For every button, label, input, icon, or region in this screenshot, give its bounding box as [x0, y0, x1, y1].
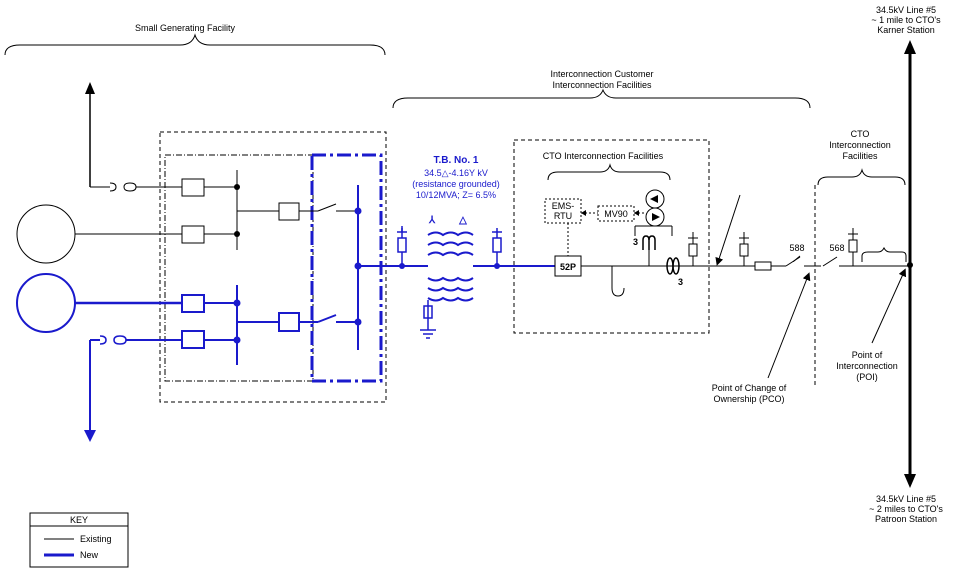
label-poi-3: (POI): [856, 372, 878, 382]
label-ic-1: Interconnection Customer: [550, 69, 653, 79]
arrester-2: [739, 232, 749, 266]
key-box: [29, 512, 129, 568]
label-line-bottom-3: Patroon Station: [875, 514, 937, 524]
label-cto-right-2: Interconnection: [829, 140, 891, 150]
ems-rtu-box: [544, 198, 582, 224]
label-ems-1: EMS-: [552, 201, 575, 211]
arrow-new-down: [84, 430, 96, 442]
arrester-1: [688, 232, 698, 266]
label-line-bottom-1: 34.5kV Line #5: [876, 494, 936, 504]
existing-breaker-1: [181, 178, 205, 197]
ground-hook: [611, 266, 625, 297]
new-generator: [16, 273, 76, 333]
label-small-generating: Small Generating Facility: [135, 23, 236, 33]
label-ic-2: Interconnection Facilities: [552, 80, 652, 90]
surge-arrester-right: [492, 228, 502, 266]
mv90-box: [597, 205, 635, 222]
existing-aux-transformer: [109, 182, 137, 192]
wye-symbol: ⅄: [428, 215, 436, 226]
arrow-up: [904, 40, 916, 54]
new-aux-transformer: [99, 335, 127, 345]
delta-symbol: △: [458, 215, 467, 226]
tb-transformer-coils: [427, 231, 474, 302]
switch-568: [822, 256, 838, 267]
brace-poi: [861, 246, 907, 262]
new-main-breaker: [278, 312, 300, 332]
label-52p: 52P: [560, 262, 576, 272]
label-line-top-2: ~ 1 mile to CTO's: [871, 15, 941, 25]
sgf-new-box: [310, 153, 383, 383]
neutral-ground-resistor: [420, 300, 436, 339]
arrester-3: [848, 228, 858, 266]
label-cto-right-3: Facilities: [842, 151, 878, 161]
label-line-top-3: Karner Station: [877, 25, 935, 35]
existing-main-breaker: [278, 202, 300, 221]
potential-transformer: [642, 235, 656, 250]
label-568: 568: [829, 243, 844, 253]
current-transformer: [666, 257, 680, 275]
cto-facilities-box: [513, 139, 710, 334]
label-pco-1: Point of Change of: [712, 383, 787, 393]
new-breaker-2: [181, 330, 205, 349]
tb-line3: 10/12MVA; Z= 6.5%: [416, 190, 496, 200]
label-cto-facilities: CTO Interconnection Facilities: [543, 151, 664, 161]
existing-breaker-2: [181, 225, 205, 244]
ct-count-bottom: 3: [678, 277, 683, 287]
tb-line1: 34.5△-4.16Y kV: [424, 168, 488, 178]
label-ems-2: RTU: [554, 211, 572, 221]
label-pco-2: Ownership (PCO): [713, 394, 784, 404]
brace-interconnection-customer: [392, 88, 811, 109]
label-588: 588: [789, 243, 804, 253]
tb-title: T.B. No. 1: [433, 155, 478, 166]
sgf-outer-box: [159, 131, 387, 403]
poi-node: [907, 262, 913, 268]
ct-count-top: 3: [633, 237, 638, 247]
arrow-existing-up: [85, 82, 95, 94]
key-title: KEY: [70, 515, 88, 525]
label-line-bottom-2: ~ 2 miles to CTO's: [869, 504, 943, 514]
brace-small-generating: [4, 33, 386, 56]
existing-generator: [16, 204, 76, 264]
brace-cto-right: [817, 168, 906, 186]
brace-cto-inner: [547, 163, 671, 181]
surge-arrester-left: [397, 226, 407, 266]
label-mv90: MV90: [604, 209, 628, 219]
label-poi-1: Point of: [852, 350, 883, 360]
fuse: [754, 261, 772, 271]
label-line-top-1: 34.5kV Line #5: [876, 5, 936, 15]
arrow-down: [904, 474, 916, 488]
label-cto-right-1: CTO: [851, 129, 870, 139]
label-poi-2: Interconnection: [836, 361, 898, 371]
tb-line2: (resistance grounded): [412, 179, 500, 189]
key-existing-label: Existing: [80, 534, 112, 544]
new-breaker-1: [181, 294, 205, 313]
key-new-label: New: [80, 550, 99, 560]
